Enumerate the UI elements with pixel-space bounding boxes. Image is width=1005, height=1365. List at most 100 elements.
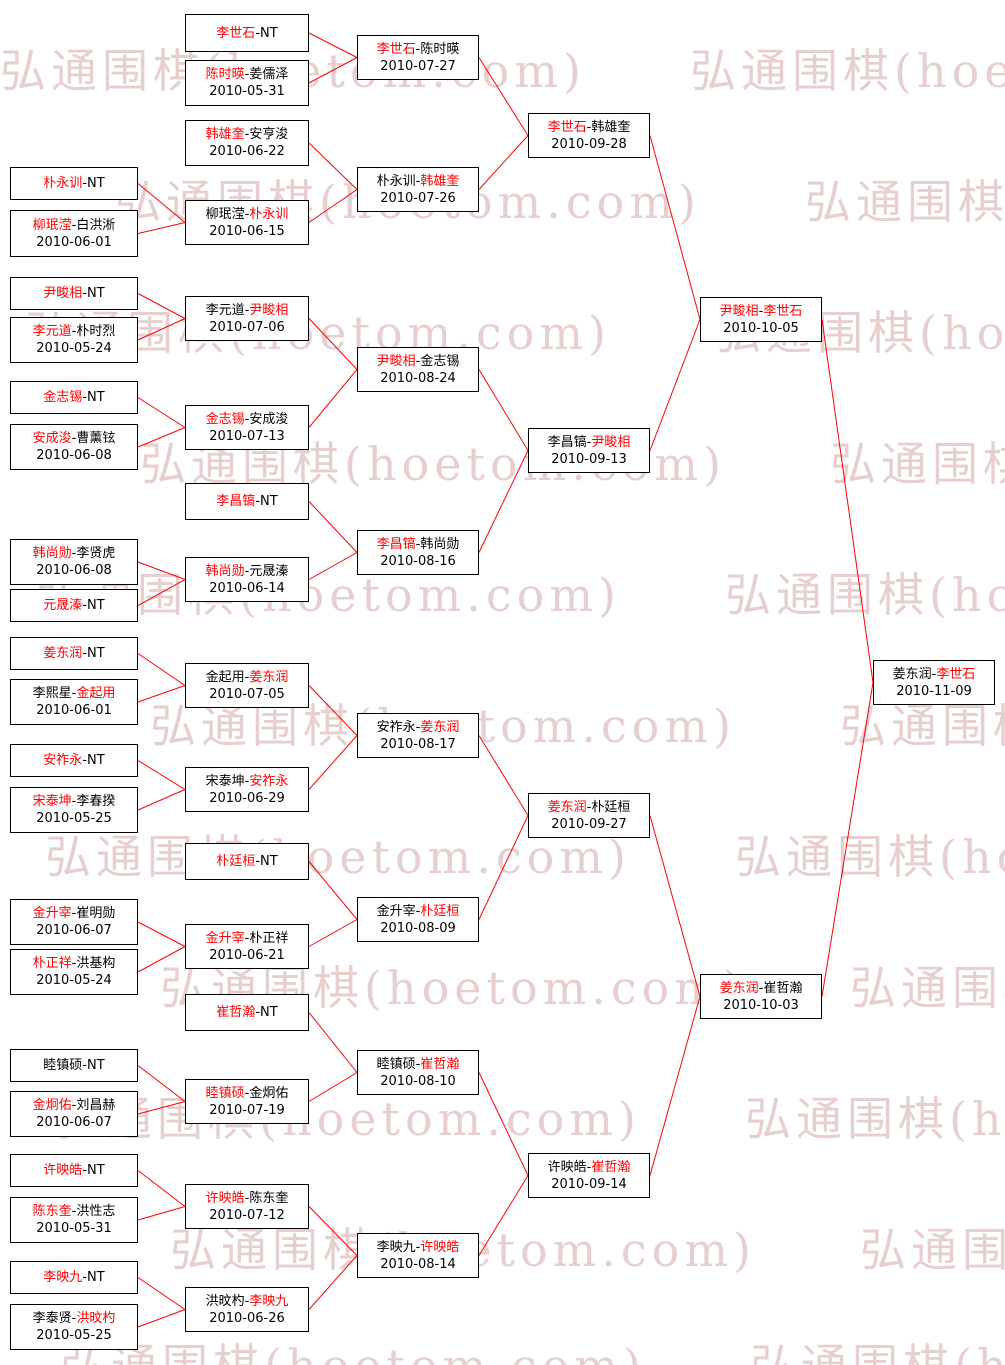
names-separator: - <box>244 930 250 946</box>
bracket-line <box>649 815 701 997</box>
player2-name: 朴廷桓 <box>420 903 460 919</box>
player2-name: NT <box>87 286 105 301</box>
player1-name: 金炯佑 <box>32 1098 72 1113</box>
match-players: 姜东润-NT <box>43 645 104 662</box>
names-separator: - <box>255 1005 261 1020</box>
player1-name: 柳珉滢 <box>205 206 245 222</box>
match-players: 安祚永-姜东润 <box>377 719 460 736</box>
watermark-text: 弘通围棋(hoetom.com) <box>725 568 1005 622</box>
names-separator: - <box>82 286 88 301</box>
match-players: 元晟溱-NT <box>43 597 104 614</box>
bracket-line <box>137 1309 186 1328</box>
bracket-line <box>478 369 529 451</box>
match-box: 许映皓-NT <box>10 1154 138 1187</box>
match-players: 金升宰-崔明勋 <box>33 905 116 922</box>
watermark-text: 弘通围棋(hoetom.com) <box>830 437 1005 491</box>
bracket-line <box>821 682 874 997</box>
bracket-line <box>137 1170 186 1207</box>
match-box: 安祚永-NT <box>10 744 138 777</box>
match-date: 2010-05-31 <box>36 1221 112 1236</box>
player2-name: 金志锡 <box>420 353 460 369</box>
names-separator: - <box>82 176 88 191</box>
match-date: 2010-05-24 <box>36 341 112 356</box>
player2-name: 崔哲瀚 <box>420 1056 460 1072</box>
match-players: 姜东润-朴廷桓 <box>548 799 631 816</box>
player1-name: 睦镇硕 <box>205 1085 245 1101</box>
match-players: 宋泰坤-安祚永 <box>206 773 289 790</box>
match-players: 李世石-NT <box>216 25 277 42</box>
names-separator: - <box>71 431 77 446</box>
names-separator: - <box>586 434 592 450</box>
match-date: 2010-08-16 <box>380 553 456 569</box>
player1-name: 姜东润 <box>719 980 759 996</box>
player1-name: 陈东奎 <box>32 1204 72 1219</box>
names-separator: - <box>71 217 77 233</box>
match-date: 2010-08-10 <box>380 1073 456 1089</box>
bracket-line <box>478 1072 529 1176</box>
player1-name: 金志锡 <box>205 411 245 427</box>
bracket-line <box>137 397 186 428</box>
bracket-line <box>649 996 701 1176</box>
names-separator: - <box>244 302 250 318</box>
player1-name: 李昌镐 <box>547 434 587 450</box>
player2-name: 安亨浚 <box>249 127 289 142</box>
player2-name: 李春揆 <box>76 794 116 809</box>
match-players: 崔哲瀚-NT <box>216 1004 277 1021</box>
bracket-line <box>308 1206 358 1256</box>
bracket-line <box>137 579 186 606</box>
match-players: 洪旼杓-李映九 <box>206 1293 289 1310</box>
bracket-line <box>308 735 358 790</box>
match-players: 李映九-许映皓 <box>377 1239 460 1256</box>
bracket-line <box>308 57 358 84</box>
names-separator: - <box>255 25 261 41</box>
names-separator: - <box>586 1159 592 1175</box>
match-players: 尹畯相-金志锡 <box>377 353 460 370</box>
match-date: 2010-05-25 <box>36 1328 112 1343</box>
match-date: 2010-05-25 <box>36 811 112 826</box>
match-players: 宋泰坤-李春揆 <box>33 793 116 810</box>
player2-name: 曹薰铉 <box>76 431 116 446</box>
names-separator: - <box>415 903 421 919</box>
names-separator: - <box>82 753 88 768</box>
match-date: 2010-07-19 <box>209 1102 285 1118</box>
match-box: 李昌镐-NT <box>185 483 309 520</box>
match-players: 朴廷桓-NT <box>216 853 277 870</box>
bracket-line <box>478 450 529 553</box>
player2-name: 韩雄奎 <box>420 173 460 189</box>
player2-name: 刘昌赫 <box>76 1098 116 1113</box>
bracket-line <box>137 293 186 319</box>
match-date: 2010-07-06 <box>209 319 285 335</box>
player2-name: NT <box>87 646 105 661</box>
match-date: 2010-06-22 <box>209 144 285 159</box>
player1-name: 金升宰 <box>376 903 416 919</box>
names-separator: - <box>244 127 250 142</box>
names-separator: - <box>244 1190 250 1206</box>
match-players: 许映皓-陈东奎 <box>206 1190 289 1207</box>
match-date: 2010-06-14 <box>209 580 285 596</box>
player2-name: 姜东润 <box>249 669 289 685</box>
player2-name: 陈东奎 <box>249 1190 289 1206</box>
bracket-line <box>649 319 701 451</box>
watermark-text: 弘通围棋(hoetom.com) <box>750 1330 1005 1365</box>
player2-name: NT <box>260 854 278 869</box>
player2-name: 李世石 <box>936 666 976 682</box>
bracket-line <box>478 735 529 816</box>
player1-name: 李世石 <box>376 41 416 57</box>
player2-name: 朴正祥 <box>249 930 289 946</box>
player2-name: NT <box>87 1163 105 1178</box>
bracket-line <box>308 1012 358 1073</box>
player2-name: NT <box>87 176 105 191</box>
match-box: 睦镇硕-NT <box>10 1049 138 1082</box>
names-separator: - <box>415 353 421 369</box>
player2-name: NT <box>87 1270 105 1285</box>
player1-name: 李世石 <box>216 25 256 41</box>
bracket-line <box>137 921 186 947</box>
match-players: 李昌镐-韩尚勋 <box>377 536 460 553</box>
